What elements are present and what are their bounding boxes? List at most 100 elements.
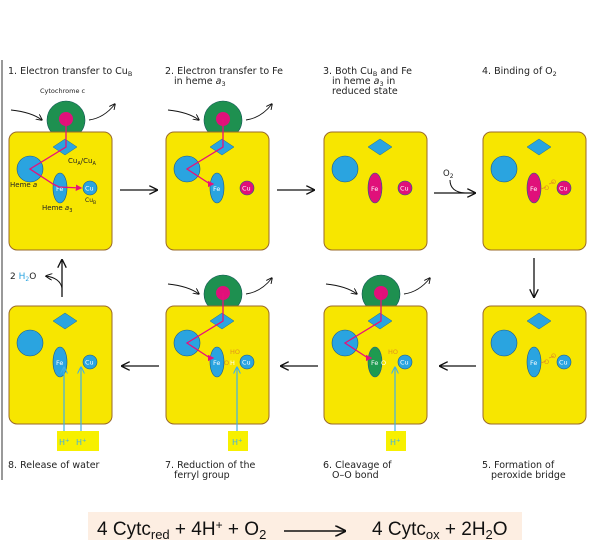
- heme-a-label: Heme a: [10, 181, 37, 189]
- cua-center: [367, 138, 393, 156]
- cytochrome-approach-arrow: [167, 109, 199, 120]
- cua-center: [526, 312, 552, 330]
- cub-center: [82, 180, 98, 196]
- cycle-arrows: O2 2 H2O: [10, 169, 534, 366]
- step-title: in heme a3 in: [332, 76, 395, 88]
- heme-a3-iron: [367, 346, 383, 378]
- cu-label: Cu: [242, 185, 251, 193]
- oxygen-atom: O: [551, 352, 556, 360]
- cytochrome-leave-arrow: [88, 104, 115, 121]
- fe-label: Fe: [56, 359, 63, 367]
- step-title: 2. Electron transfer to Fe: [165, 66, 283, 77]
- fe-label: Fe: [56, 185, 63, 193]
- peroxide-bond: [540, 355, 555, 364]
- heme-a3-iron: [526, 172, 542, 204]
- fe-label: Fe: [371, 359, 378, 367]
- water-release-curve: [46, 276, 63, 289]
- electron-path: [343, 293, 382, 362]
- peroxide-bond: [540, 181, 555, 190]
- cu-label: Cu: [559, 185, 568, 193]
- step-title: 8. Release of water: [8, 460, 100, 471]
- svg-text:4 Cytcred + 4H+ + O2: 4 Cytcred + 4H+ + O2: [97, 518, 266, 540]
- fe-label: Fe: [371, 185, 378, 193]
- heme-a3-iron: [209, 172, 225, 204]
- cua-center: [526, 138, 552, 156]
- step-title: O–O bond: [332, 470, 379, 481]
- step-title: 7. Reduction of the: [165, 460, 256, 471]
- heme-a: [16, 329, 44, 357]
- electron-path: [185, 119, 224, 188]
- heme-a3-label: Heme a3: [42, 204, 72, 214]
- step-title: 3. Both CuB and Fe: [323, 66, 412, 78]
- oxygen-atom: O: [544, 358, 549, 366]
- heme-a: [331, 155, 359, 183]
- cu-label: Cu: [400, 359, 409, 367]
- fe-label: Fe: [213, 185, 220, 193]
- oxygen-atom: O: [551, 178, 556, 186]
- equation-background: [88, 512, 522, 540]
- cytochrome-leave-arrow: [403, 278, 430, 295]
- oxygen-atom: O: [544, 184, 549, 192]
- cu-label: Cu: [400, 185, 409, 193]
- proton-label: H+: [59, 438, 70, 447]
- cub-label: CuB: [85, 197, 96, 206]
- heme-a: [490, 329, 518, 357]
- electron-path: [28, 119, 83, 192]
- o2-label: O2: [443, 169, 454, 180]
- o2-input-curve: [449, 179, 466, 194]
- step-title: peroxide bridge: [491, 470, 566, 481]
- heme-a3-iron: [367, 172, 383, 204]
- fe-label: Fe: [213, 359, 220, 367]
- cytochrome-c-label: Cytochrome c: [40, 87, 86, 95]
- cytochrome-approach-arrow: [10, 109, 42, 120]
- svg-text:4 Cytcox + 2H2O: 4 Cytcox + 2H2O: [372, 519, 508, 540]
- step-panel-8: 8. Release of water Fe CuH+ H+: [8, 305, 113, 471]
- ferryl-bond: O: [381, 359, 386, 367]
- heme-a: [490, 155, 518, 183]
- cytochrome-approach-arrow: [167, 283, 199, 294]
- proton-box: [57, 431, 99, 451]
- step-title: reduced state: [332, 86, 398, 97]
- hydroxide-label: HO: [230, 348, 240, 356]
- hydroxyl-o: O: [224, 359, 229, 367]
- cub-center: [239, 354, 255, 370]
- step-title: ferryl group: [174, 470, 230, 481]
- cub-center: [556, 354, 572, 370]
- step-panel-1: 1. Electron transfer to CuB Fe Cu Cytochrom…: [8, 66, 132, 251]
- cytochrome-leave-arrow: [245, 104, 272, 121]
- cub-center: [556, 180, 572, 196]
- step-title: 4. Binding of O2: [482, 66, 557, 78]
- fe-label: Fe: [530, 359, 537, 367]
- step-title: 6. Cleavage of: [323, 460, 392, 471]
- cub-center: [239, 180, 255, 196]
- cu-label: Cu: [559, 359, 568, 367]
- cua-center: [52, 312, 78, 330]
- hydroxide-label: HO: [388, 348, 398, 356]
- cu-label: Cu: [85, 359, 94, 367]
- cu-label: Cu: [242, 359, 251, 367]
- proton-box: [228, 431, 248, 451]
- cytochrome-leave-arrow: [245, 278, 272, 295]
- proton-label: H+: [76, 438, 87, 447]
- cub-center: [397, 354, 413, 370]
- proton-label: H+: [390, 438, 401, 447]
- electron-path: [185, 293, 224, 362]
- cub-center: [82, 354, 98, 370]
- proton-label: H+: [232, 438, 243, 447]
- cua-label: CuA/CuA: [68, 157, 96, 167]
- cu-label: Cu: [85, 185, 94, 193]
- hydroxyl-h: H: [230, 359, 235, 367]
- heme-a3-iron: [526, 346, 542, 378]
- step-title: 5. Formation of: [482, 460, 555, 471]
- step-title: 1. Electron transfer to CuB: [8, 66, 132, 78]
- proton-box: [386, 431, 406, 451]
- cub-center: [397, 180, 413, 196]
- step-title: in heme a3: [174, 76, 226, 88]
- overall-equation: 4 Cytcred + 4H+ + O2 4 Cytcox + 2H2O: [97, 518, 508, 540]
